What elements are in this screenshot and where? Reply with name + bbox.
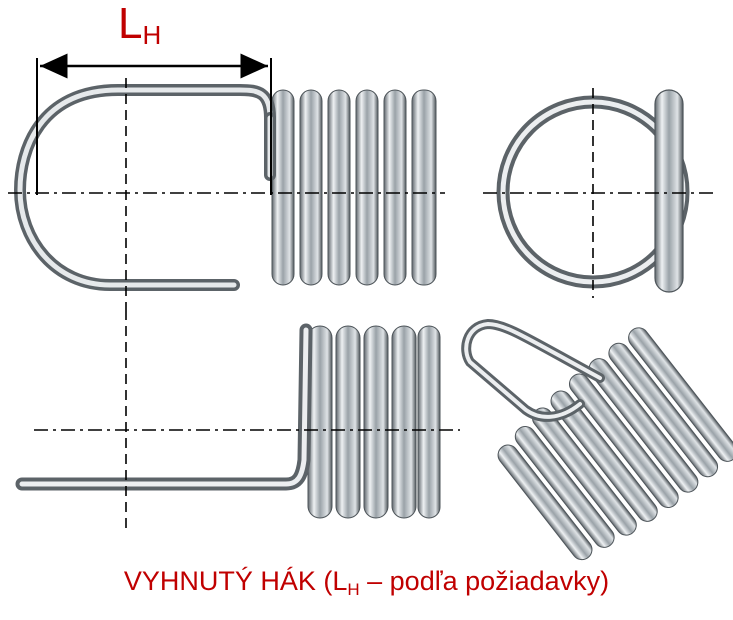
caption: VYHNUTÝ HÁK (LH – podľa požiadavky) (0, 566, 733, 600)
dimension-label: LH (118, 0, 162, 50)
end-view (483, 88, 718, 298)
caption-prefix: VYHNUTÝ HÁK (L (123, 566, 348, 596)
isometric-view (461, 318, 733, 561)
caption-subscript: H (347, 580, 360, 599)
caption-suffix: – podľa požiadavky) (359, 566, 610, 596)
front-view (8, 53, 445, 310)
front-hook (13, 84, 276, 291)
front-coils (271, 89, 437, 286)
side-view (15, 310, 460, 528)
